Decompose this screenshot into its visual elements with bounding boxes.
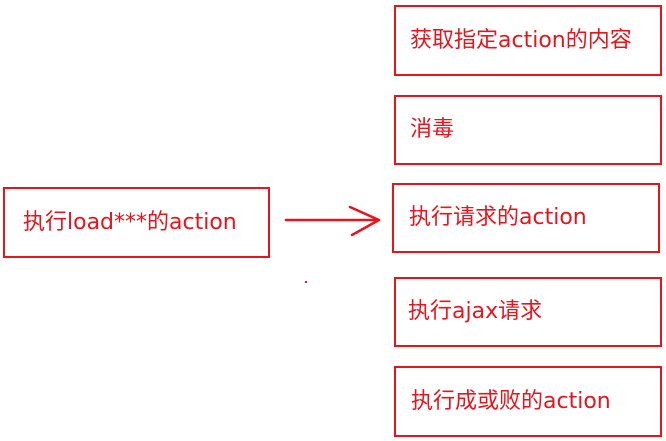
- step-label: 执行成或败的action: [411, 388, 611, 414]
- step-box-run-result-action: 执行成或败的action: [394, 366, 662, 437]
- stray-dot: [305, 281, 307, 283]
- step-box-run-request-action: 执行请求的action: [392, 183, 660, 253]
- step-box-get-action-content: 获取指定action的内容: [394, 5, 662, 76]
- arrow-head: [348, 205, 381, 237]
- step-label: 消毒: [410, 117, 455, 142]
- step-label: 获取指定action的内容: [410, 27, 632, 53]
- step-box-sanitize: 消毒: [394, 95, 662, 165]
- source-action-box: 执行load***的action: [3, 187, 270, 258]
- right-arrow-icon: [284, 205, 381, 237]
- step-label: 执行ajax请求: [408, 299, 543, 324]
- step-label: 执行请求的action: [409, 205, 587, 230]
- source-action-label: 执行load***的action: [23, 209, 237, 235]
- step-box-run-ajax-request: 执行ajax请求: [394, 277, 662, 347]
